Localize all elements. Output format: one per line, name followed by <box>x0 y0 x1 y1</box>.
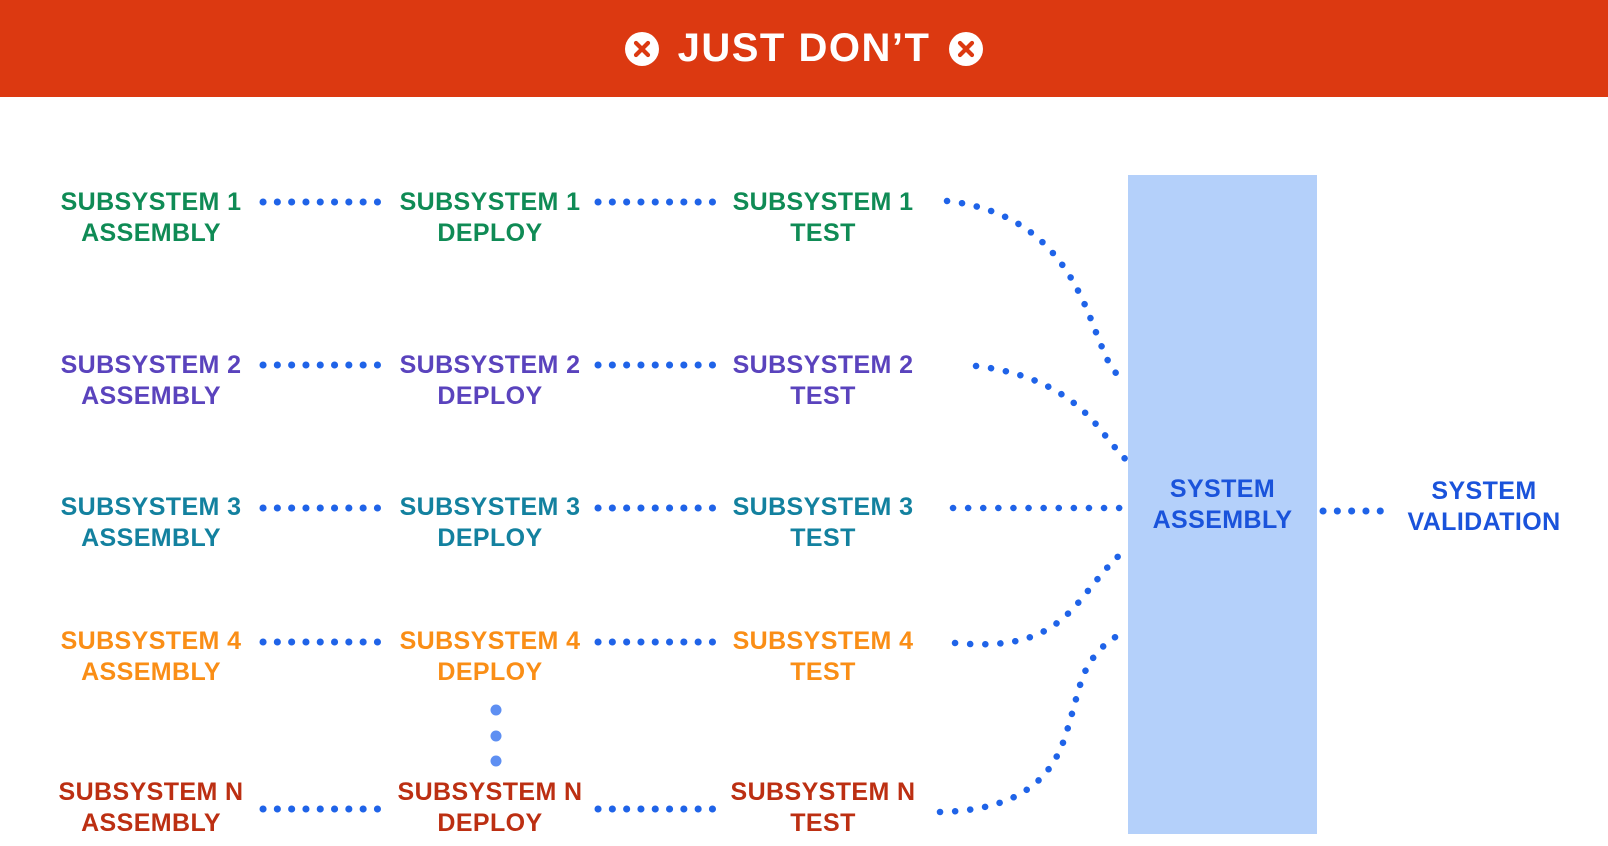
stage-name: TEST <box>790 809 856 837</box>
subsystem-name: SUBSYSTEM 1 <box>60 188 242 216</box>
subsystem-name: SUBSYSTEM N <box>58 778 244 806</box>
subsystem-4-assembly-label: SUBSYSTEM 4 ASSEMBLY <box>61 626 242 688</box>
subsystem-1-assembly-label: SUBSYSTEM 1 ASSEMBLY <box>61 187 242 249</box>
warning-banner: JUST DON’T <box>0 0 1608 97</box>
subsystem-name: SUBSYSTEM 2 <box>399 351 581 379</box>
subsystem-n-deploy-label: SUBSYSTEM N DEPLOY <box>398 777 583 839</box>
stage-name: TEST <box>790 524 856 552</box>
ellipsis-dot <box>490 704 502 716</box>
subsystem-2-test-label: SUBSYSTEM 2 TEST <box>733 350 914 412</box>
curve-sub2-test-to-box <box>972 362 1131 465</box>
stage-name: DEPLOY <box>437 809 543 837</box>
system-validation-line1: SYSTEM <box>1431 477 1537 505</box>
stage-name: DEPLOY <box>437 382 543 410</box>
subsystem-2-deploy-label: SUBSYSTEM 2 DEPLOY <box>400 350 581 412</box>
stage-name: DEPLOY <box>437 524 543 552</box>
banner-title: JUST DON’T <box>677 26 931 70</box>
stage-name: ASSEMBLY <box>81 219 221 247</box>
subsystem-3-test-label: SUBSYSTEM 3 TEST <box>733 492 914 554</box>
system-assembly-box: SYSTEM ASSEMBLY <box>1128 175 1317 834</box>
subsystem-name: SUBSYSTEM 1 <box>399 188 581 216</box>
stage-name: DEPLOY <box>437 219 543 247</box>
subsystem-n-assembly-label: SUBSYSTEM N ASSEMBLY <box>59 777 244 839</box>
circle-x-icon <box>624 31 659 66</box>
subsystem-1-test-label: SUBSYSTEM 1 TEST <box>733 187 914 249</box>
stage-name: TEST <box>790 219 856 247</box>
stage-name: TEST <box>790 658 856 686</box>
subsystem-name: SUBSYSTEM 4 <box>732 627 914 655</box>
stage-name: ASSEMBLY <box>81 658 221 686</box>
subsystem-2-assembly-label: SUBSYSTEM 2 ASSEMBLY <box>61 350 242 412</box>
curve-sub1-test-to-box <box>943 197 1130 386</box>
subsystem-name: SUBSYSTEM 2 <box>60 351 242 379</box>
subsystem-name: SUBSYSTEM 3 <box>732 493 914 521</box>
stage-name: TEST <box>790 382 856 410</box>
test-to-assembly-curves <box>936 197 1131 816</box>
subsystem-name: SUBSYSTEM 4 <box>60 627 242 655</box>
ellipsis-dot <box>490 730 502 742</box>
subsystem-name: SUBSYSTEM 4 <box>399 627 581 655</box>
subsystem-3-deploy-label: SUBSYSTEM 3 DEPLOY <box>400 492 581 554</box>
subsystem-n-test-label: SUBSYSTEM N TEST <box>731 777 916 839</box>
system-assembly-label-line2: ASSEMBLY <box>1152 505 1293 534</box>
subsystem-name: SUBSYSTEM 1 <box>732 188 914 216</box>
subsystem-name: SUBSYSTEM N <box>730 778 916 806</box>
ellipsis-dot <box>490 755 502 767</box>
system-assembly-label-line1: SYSTEM <box>1169 474 1276 503</box>
stage-name: ASSEMBLY <box>81 809 221 837</box>
subsystem-4-test-label: SUBSYSTEM 4 TEST <box>733 626 914 688</box>
subsystem-name: SUBSYSTEM 2 <box>732 351 914 379</box>
stage-name: DEPLOY <box>437 658 543 686</box>
circle-x-icon <box>949 31 984 66</box>
stage-name: ASSEMBLY <box>81 524 221 552</box>
subsystem-1-deploy-label: SUBSYSTEM 1 DEPLOY <box>400 187 581 249</box>
curve-sub4-test-to-box <box>951 545 1131 648</box>
curve-subN-test-to-box <box>936 632 1130 816</box>
system-validation-line2: VALIDATION <box>1407 508 1561 536</box>
system-validation-label: SYSTEM VALIDATION <box>1407 476 1560 538</box>
stage-name: ASSEMBLY <box>81 382 221 410</box>
subsystem-name: SUBSYSTEM 3 <box>399 493 581 521</box>
subsystem-3-assembly-label: SUBSYSTEM 3 ASSEMBLY <box>61 492 242 554</box>
vertical-ellipsis-dots <box>490 704 502 767</box>
subsystem-name: SUBSYSTEM N <box>397 778 583 806</box>
subsystem-4-deploy-label: SUBSYSTEM 4 DEPLOY <box>400 626 581 688</box>
subsystem-name: SUBSYSTEM 3 <box>60 493 242 521</box>
